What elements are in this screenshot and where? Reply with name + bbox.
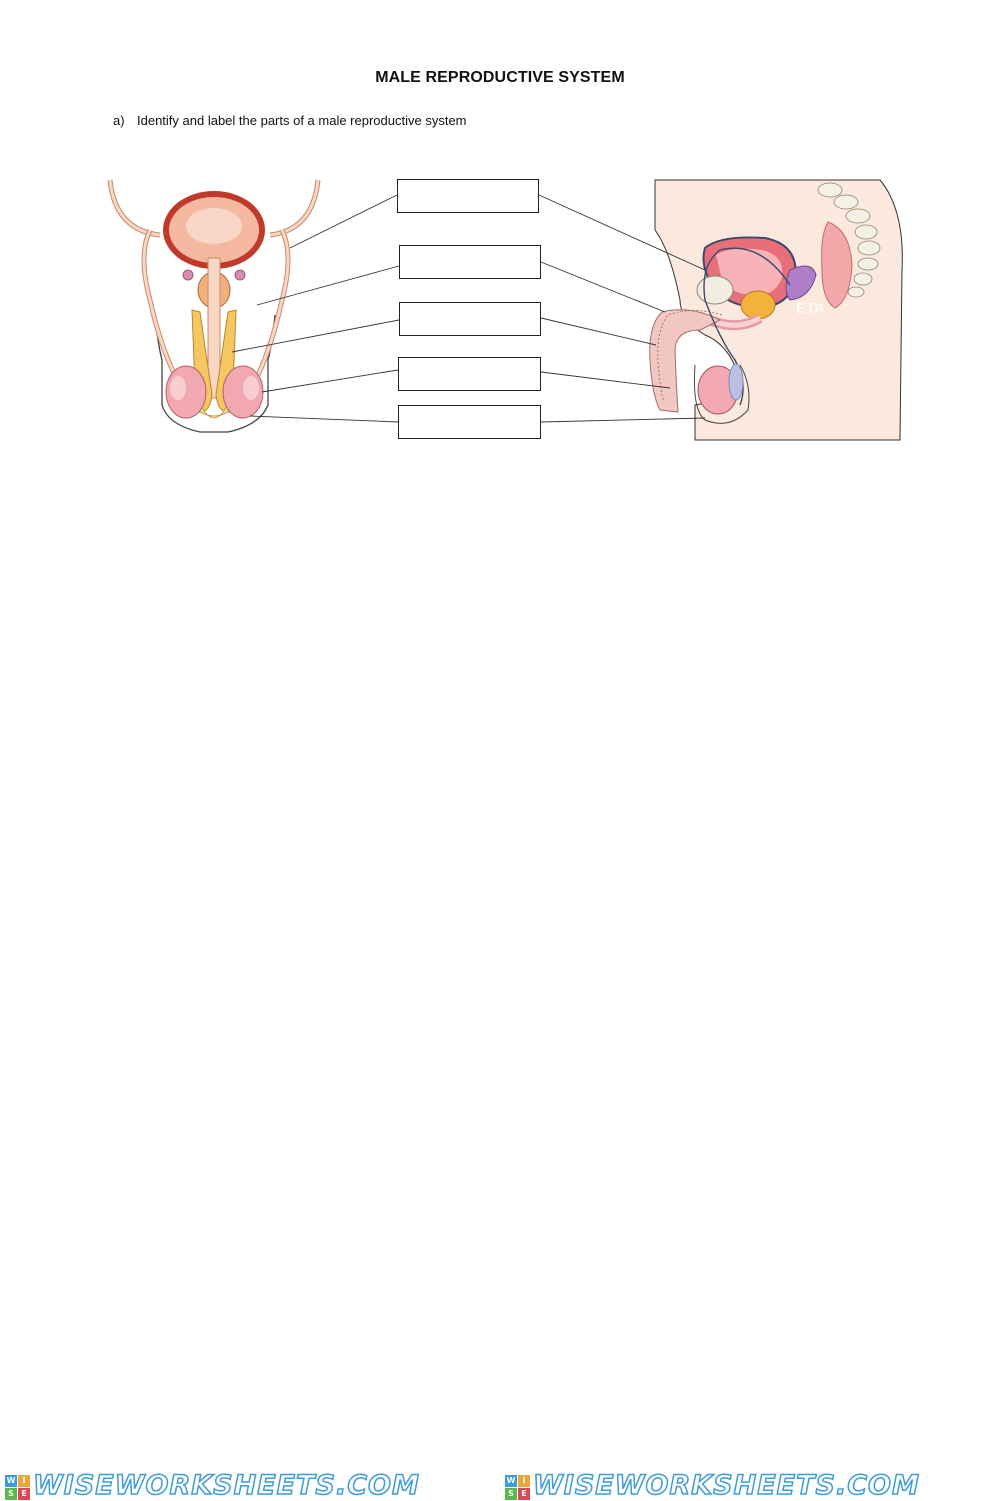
diagram-canvas: ETA <box>107 179 903 441</box>
brand-text: WISEWORKSHEETS.COM <box>32 1469 420 1501</box>
logo-icon: W I S E <box>5 1475 31 1501</box>
spine <box>817 182 881 298</box>
question-marker: a) <box>113 113 125 128</box>
label-box-5[interactable] <box>398 405 541 439</box>
question-instruction: a) Identify and label the parts of a male… <box>113 113 467 128</box>
label-box-4[interactable] <box>398 357 541 391</box>
leader-lines-left <box>231 194 400 423</box>
watermark-text: ETA <box>796 300 825 317</box>
logo-icon: W I S E <box>505 1475 531 1501</box>
page-title: MALE REPRODUCTIVE SYSTEM <box>375 69 625 86</box>
side-view-diagram: ETA <box>649 179 903 441</box>
front-view-diagram <box>107 179 321 433</box>
label-box-3[interactable] <box>399 302 541 336</box>
brand-text: WISEWORKSHEETS.COM <box>532 1469 920 1501</box>
label-box-2[interactable] <box>399 245 541 279</box>
footer-branding: W I S E WISEWORKSHEETS.COM W I S E WISEW… <box>0 734 1000 1501</box>
question-text: Identify and label the parts of a male r… <box>137 113 467 128</box>
label-box-1[interactable] <box>397 179 539 213</box>
leader-lines-right <box>538 194 706 423</box>
